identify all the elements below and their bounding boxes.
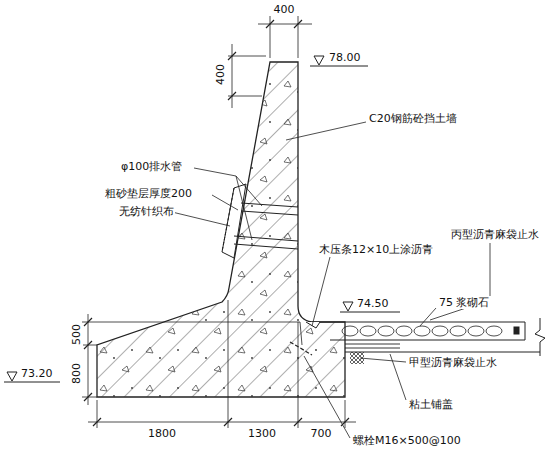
callout-text: 丙型沥青麻袋止水 [450,228,540,241]
elevation: 73.20 [20,367,54,380]
callout-text: 75 浆砌石 [438,296,491,309]
dimension: 500 [70,323,83,346]
dimension: 800 [70,362,83,385]
dimension: 400 [273,3,296,16]
callout-text: 螺栓M16×500@100 [352,434,462,447]
dimension: 1300 [247,427,277,440]
callout-text: C20钢筋砼挡土墙 [368,112,458,125]
dimension: 400 [214,63,227,86]
callout-text: φ100排水管 [120,160,183,173]
dimension: 1800 [147,427,177,440]
callout-text: 木压条12×10上涂沥青 [318,243,434,256]
elevation: 78.00 [328,51,362,64]
callout-text: 无纺针织布 [118,205,175,218]
callout-text: 粘土铺盖 [408,398,454,411]
dimension: 700 [310,427,333,440]
callout-text: 粗砂垫层厚度200 [104,187,193,200]
elevation: 74.50 [356,297,390,310]
callout-text: 甲型沥青麻袋止水 [408,356,498,369]
